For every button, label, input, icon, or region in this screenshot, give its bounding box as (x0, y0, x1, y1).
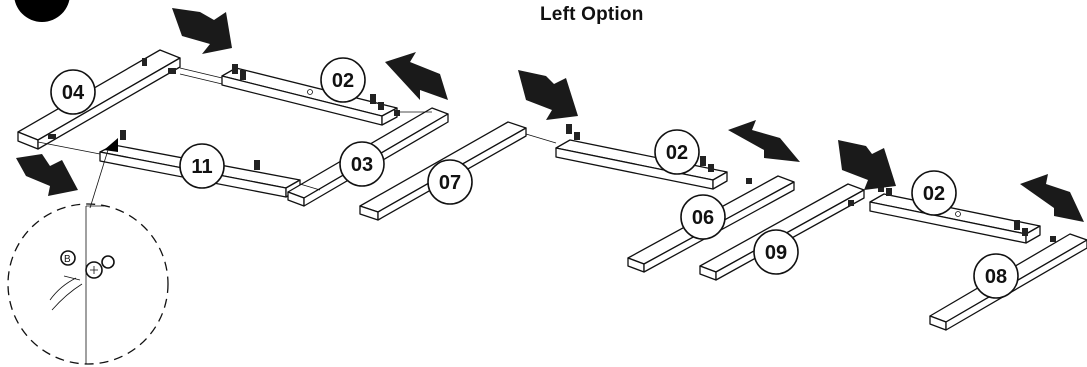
part-label-11: 11 (179, 143, 225, 189)
board-04 (17, 49, 181, 150)
board-02-third (869, 193, 1041, 244)
pointer-marker (104, 138, 118, 152)
arrow-push-02c (838, 140, 896, 190)
svg-text:04: 04 (62, 82, 85, 104)
part-label-04: 04 (50, 69, 96, 115)
part-label-09: 09 (753, 229, 799, 275)
svg-text:08: 08 (985, 266, 1007, 288)
arrow-push-08 (1020, 174, 1084, 222)
svg-text:11: 11 (191, 156, 212, 178)
svg-text:03: 03 (351, 154, 373, 176)
part-label-06: 06 (680, 194, 726, 240)
part-label-02-second: 02 (654, 129, 700, 175)
board-02-first (221, 67, 398, 126)
arrow-push-02a (172, 8, 232, 54)
detail-callout: B (7, 149, 169, 365)
screws-group-2 (566, 124, 752, 184)
screwdriver-hand-icon (49, 275, 83, 311)
part-label-02-third: 02 (911, 170, 957, 216)
part-label-03: 03 (339, 141, 385, 187)
svg-text:09: 09 (765, 242, 787, 264)
arrow-push-02b (518, 70, 578, 120)
part-label-02-first: 02 (320, 57, 366, 103)
fastener-label: B (64, 254, 71, 265)
diagram-title: Left Option (540, 4, 644, 25)
svg-text:06: 06 (692, 207, 714, 229)
step-number-badge (14, 0, 70, 22)
screws-group-1 (48, 58, 400, 170)
arrow-push-03 (385, 52, 448, 100)
svg-text:02: 02 (332, 70, 354, 92)
alignment-lines-1 (37, 67, 557, 191)
arrow-push-04 (16, 154, 78, 196)
arrow-push-06 (728, 120, 800, 162)
svg-text:02: 02 (923, 183, 945, 205)
part-label-07: 07 (427, 159, 473, 205)
detail-dashed-circle (7, 203, 169, 365)
svg-text:07: 07 (439, 172, 461, 194)
svg-text:02: 02 (666, 142, 688, 164)
part-label-08: 08 (973, 253, 1019, 299)
